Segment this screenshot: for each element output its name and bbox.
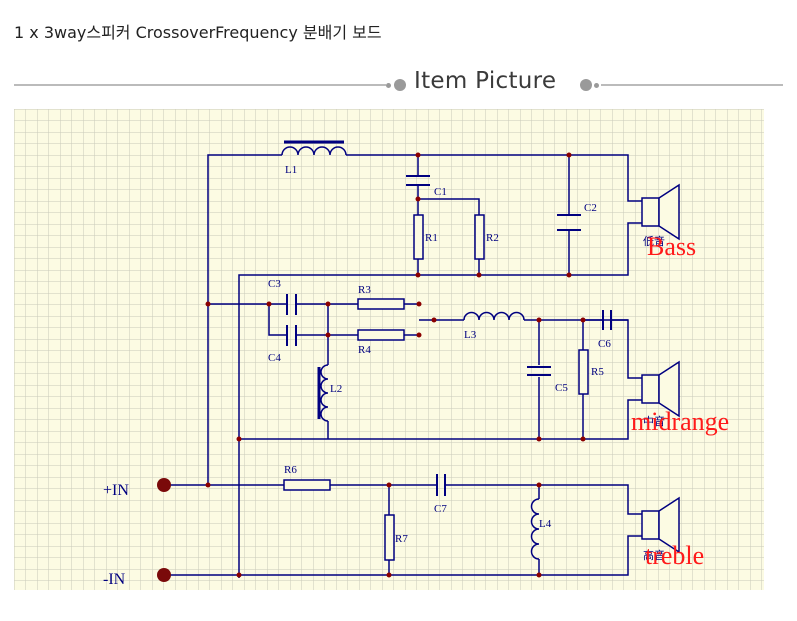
header-dot-large-left: [394, 79, 406, 91]
label-speaker-treble-hanzi: 高音: [643, 548, 665, 562]
inductor-l2: [317, 364, 329, 422]
speaker-bass-icon: [641, 183, 680, 241]
header-dot-small-right: [594, 83, 599, 88]
label-r3: R3: [358, 284, 371, 296]
section-header: Item Picture: [14, 66, 783, 102]
inductor-l1: [281, 140, 347, 156]
junctions: [205, 152, 586, 578]
label-c3: C3: [268, 278, 281, 290]
capacitors: [286, 175, 612, 496]
label-positive-input: +IN: [103, 482, 129, 499]
label-r2: R2: [486, 232, 499, 244]
capacitor-c2: [557, 214, 581, 231]
capacitor-c6: [602, 310, 612, 330]
input-terminal-negative: [157, 568, 171, 582]
label-r1: R1: [425, 232, 438, 244]
resistor-r2: [474, 214, 485, 260]
label-r4: R4: [358, 344, 371, 356]
capacitor-c4: [286, 325, 297, 346]
resistor-r5: [578, 349, 589, 395]
header-rule-right: [601, 84, 783, 86]
inductors: [281, 140, 540, 560]
label-r5: R5: [591, 366, 604, 378]
header-rule-left: [14, 84, 386, 86]
section-title: Item Picture: [414, 68, 557, 94]
speaker-treble-icon: [641, 496, 680, 554]
capacitor-c1: [406, 175, 430, 186]
label-l1: L1: [285, 164, 297, 176]
capacitor-c7: [436, 474, 446, 496]
header-dot-large-right: [580, 79, 592, 91]
label-c1: C1: [434, 186, 447, 198]
overlay-label-midrange: midrange: [631, 407, 729, 436]
capacitor-c5: [527, 366, 551, 376]
input-terminal-positive: [157, 478, 171, 492]
crossover-schematic: L1 C1 C2 R1 R2 C3 R3 C4 R4 L3 C6 L2 R5 C…: [14, 109, 764, 590]
label-l4: L4: [539, 518, 552, 530]
label-speaker-bass-hanzi: 低音: [643, 234, 665, 248]
capacitor-c3: [286, 294, 297, 315]
resistor-r1: [413, 214, 424, 260]
resistors: [283, 214, 589, 561]
label-l3: L3: [464, 329, 477, 341]
overlay-label-treble: treble: [645, 541, 704, 570]
resistor-r7: [384, 514, 395, 561]
product-title: 1 x 3way스피커 CrossoverFrequency 분배기 보드: [14, 23, 382, 42]
header-dot-small-left: [386, 83, 391, 88]
label-c6: C6: [598, 338, 611, 350]
label-c2: C2: [584, 202, 597, 214]
resistor-r3: [357, 298, 405, 310]
overlay-label-bass: Bass: [647, 232, 696, 261]
resistor-r4: [357, 329, 405, 341]
resistor-r6: [283, 479, 331, 491]
label-c7: C7: [434, 503, 447, 515]
inductor-l3: [463, 311, 525, 321]
inductor-l4: [530, 498, 540, 560]
label-speaker-mid-hanzi: 中音: [643, 414, 665, 428]
label-negative-input: -IN: [103, 571, 126, 588]
label-c4: C4: [268, 352, 281, 364]
label-l2: L2: [330, 383, 342, 395]
label-r6: R6: [284, 464, 297, 476]
label-r7: R7: [395, 533, 408, 545]
speaker-mid-icon: [641, 360, 680, 418]
label-c5: C5: [555, 382, 568, 394]
